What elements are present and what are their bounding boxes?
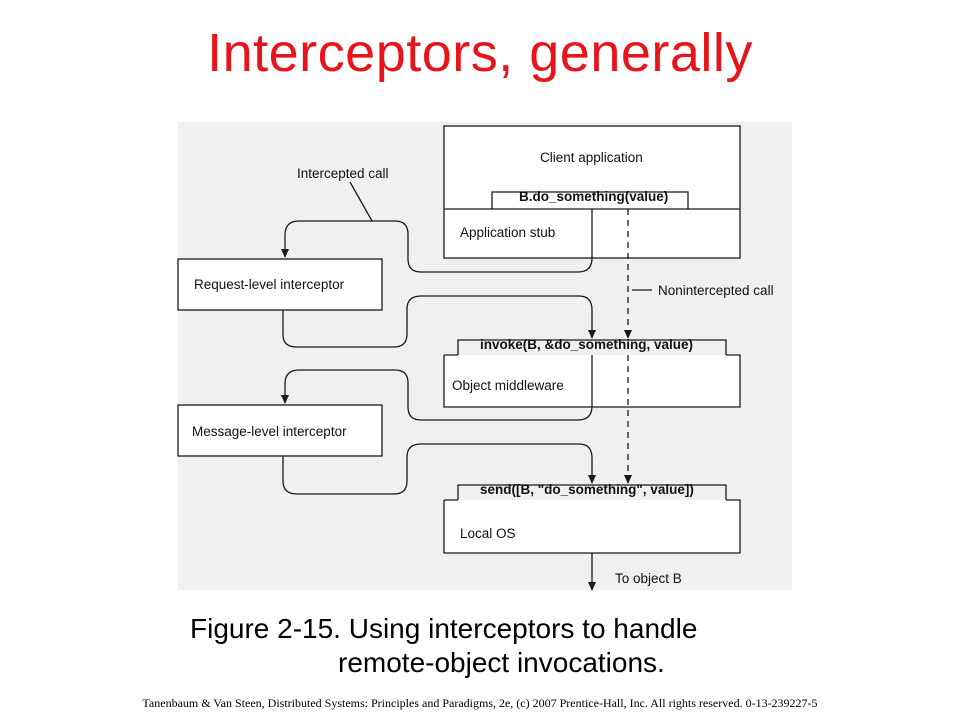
caption-line-2: remote-object invocations. (338, 647, 665, 678)
caption-line-1: Figure 2-15. Using interceptors to handl… (190, 613, 698, 644)
local-os-box (443, 499, 741, 554)
nonintercepted-call-label: Nonintercepted call (658, 283, 774, 298)
application-stub-label: Application stub (460, 225, 555, 240)
client-call-bracket (491, 191, 689, 209)
send-call-label: send([B, "do_something", value]) (480, 482, 694, 497)
local-os-label: Local OS (460, 526, 516, 541)
flow-middleware-to-message-interceptor (281, 355, 593, 421)
to-object-b-label: To object B (615, 571, 682, 586)
flow-message-interceptor-to-send (282, 443, 596, 495)
copyright-footer: Tanenbaum & Van Steen, Distributed Syste… (142, 696, 818, 710)
invoke-call-label: invoke(B, &do_something, value) (480, 337, 693, 352)
message-interceptor-box (177, 404, 383, 457)
client-application-label: Client application (540, 150, 643, 165)
invoke-call-bracket (457, 339, 727, 355)
object-middleware-label: Object middleware (452, 378, 564, 393)
intercepted-call-label: Intercepted call (297, 166, 389, 181)
flow-request-interceptor-to-invoke (282, 295, 596, 348)
request-interceptor-label: Request-level interceptor (194, 277, 345, 292)
send-call-bracket (457, 484, 727, 500)
message-interceptor-label: Message-level interceptor (192, 424, 347, 439)
intercepted-call-leader (349, 181, 373, 222)
slide-title: Interceptors, generally (207, 23, 753, 83)
client-call-label: B.do_something(value) (519, 189, 668, 204)
flow-stub-to-request-interceptor (281, 209, 593, 273)
request-interceptor-box (177, 258, 383, 311)
